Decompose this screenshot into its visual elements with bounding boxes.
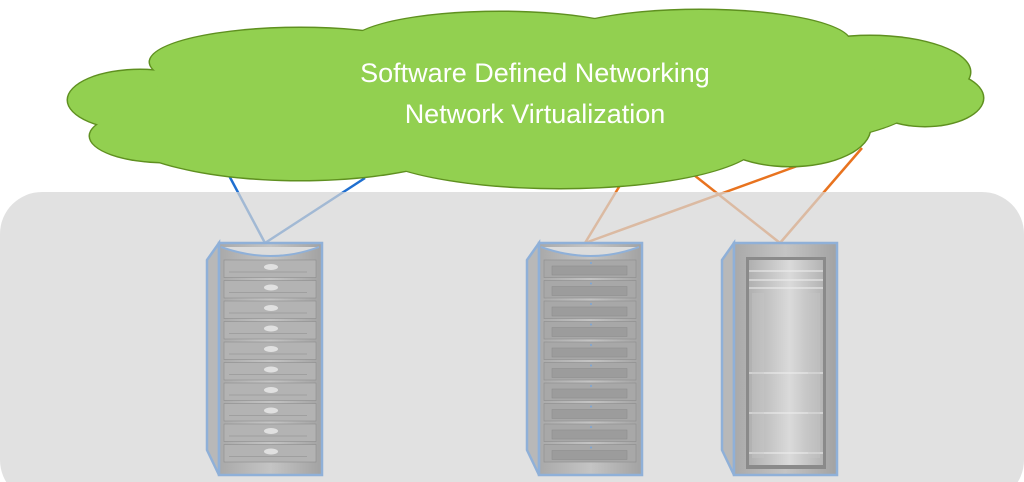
- status-led-icon: [590, 426, 592, 428]
- server-rack-3: [720, 239, 839, 477]
- drive-light-icon: [264, 428, 278, 434]
- status-led-icon: [590, 385, 592, 387]
- vent-grille: [551, 327, 628, 337]
- rack-side: [205, 239, 221, 476]
- rack-top: [540, 246, 640, 257]
- vent-grille: [551, 286, 628, 296]
- drive-light-icon: [264, 448, 278, 455]
- vent-grille: [551, 409, 628, 419]
- vent-grille: [551, 368, 628, 378]
- vent-grille: [551, 450, 628, 460]
- drive-light-icon: [264, 305, 278, 311]
- rack-side: [525, 239, 541, 476]
- vent-grille: [551, 265, 628, 276]
- drive-light-icon: [264, 325, 278, 332]
- drive-light-icon: [264, 387, 278, 393]
- drive-light-icon: [264, 366, 278, 373]
- datacenter-panel: [0, 192, 1024, 482]
- status-led-icon: [590, 282, 592, 285]
- servers: [205, 239, 839, 477]
- cloud-title-line1: Software Defined Networking: [360, 58, 710, 88]
- status-led-icon: [590, 303, 592, 305]
- rack-top: [220, 246, 320, 257]
- status-led-icon: [590, 364, 592, 367]
- cloud-puff: [480, 50, 920, 150]
- vent-grille: [551, 429, 628, 440]
- status-led-icon: [590, 405, 592, 408]
- drive-light-icon: [264, 264, 278, 270]
- status-led-icon: [590, 344, 592, 346]
- server-rack-2: [525, 239, 644, 477]
- status-led-icon: [590, 262, 592, 264]
- status-led-icon: [590, 446, 592, 449]
- drive-light-icon: [264, 407, 278, 414]
- vent-grille: [551, 388, 628, 399]
- cabinet-door: [749, 260, 823, 465]
- vent-grille: [551, 306, 628, 317]
- server-rack-1: [205, 239, 324, 477]
- vent-grille: [551, 347, 628, 358]
- cloud-title-line2: Network Virtualization: [404, 99, 666, 129]
- drive-light-icon: [264, 284, 278, 291]
- cloud: [66, 8, 985, 190]
- drive-light-icon: [264, 346, 278, 352]
- status-led-icon: [590, 323, 592, 326]
- rack-side: [720, 239, 736, 476]
